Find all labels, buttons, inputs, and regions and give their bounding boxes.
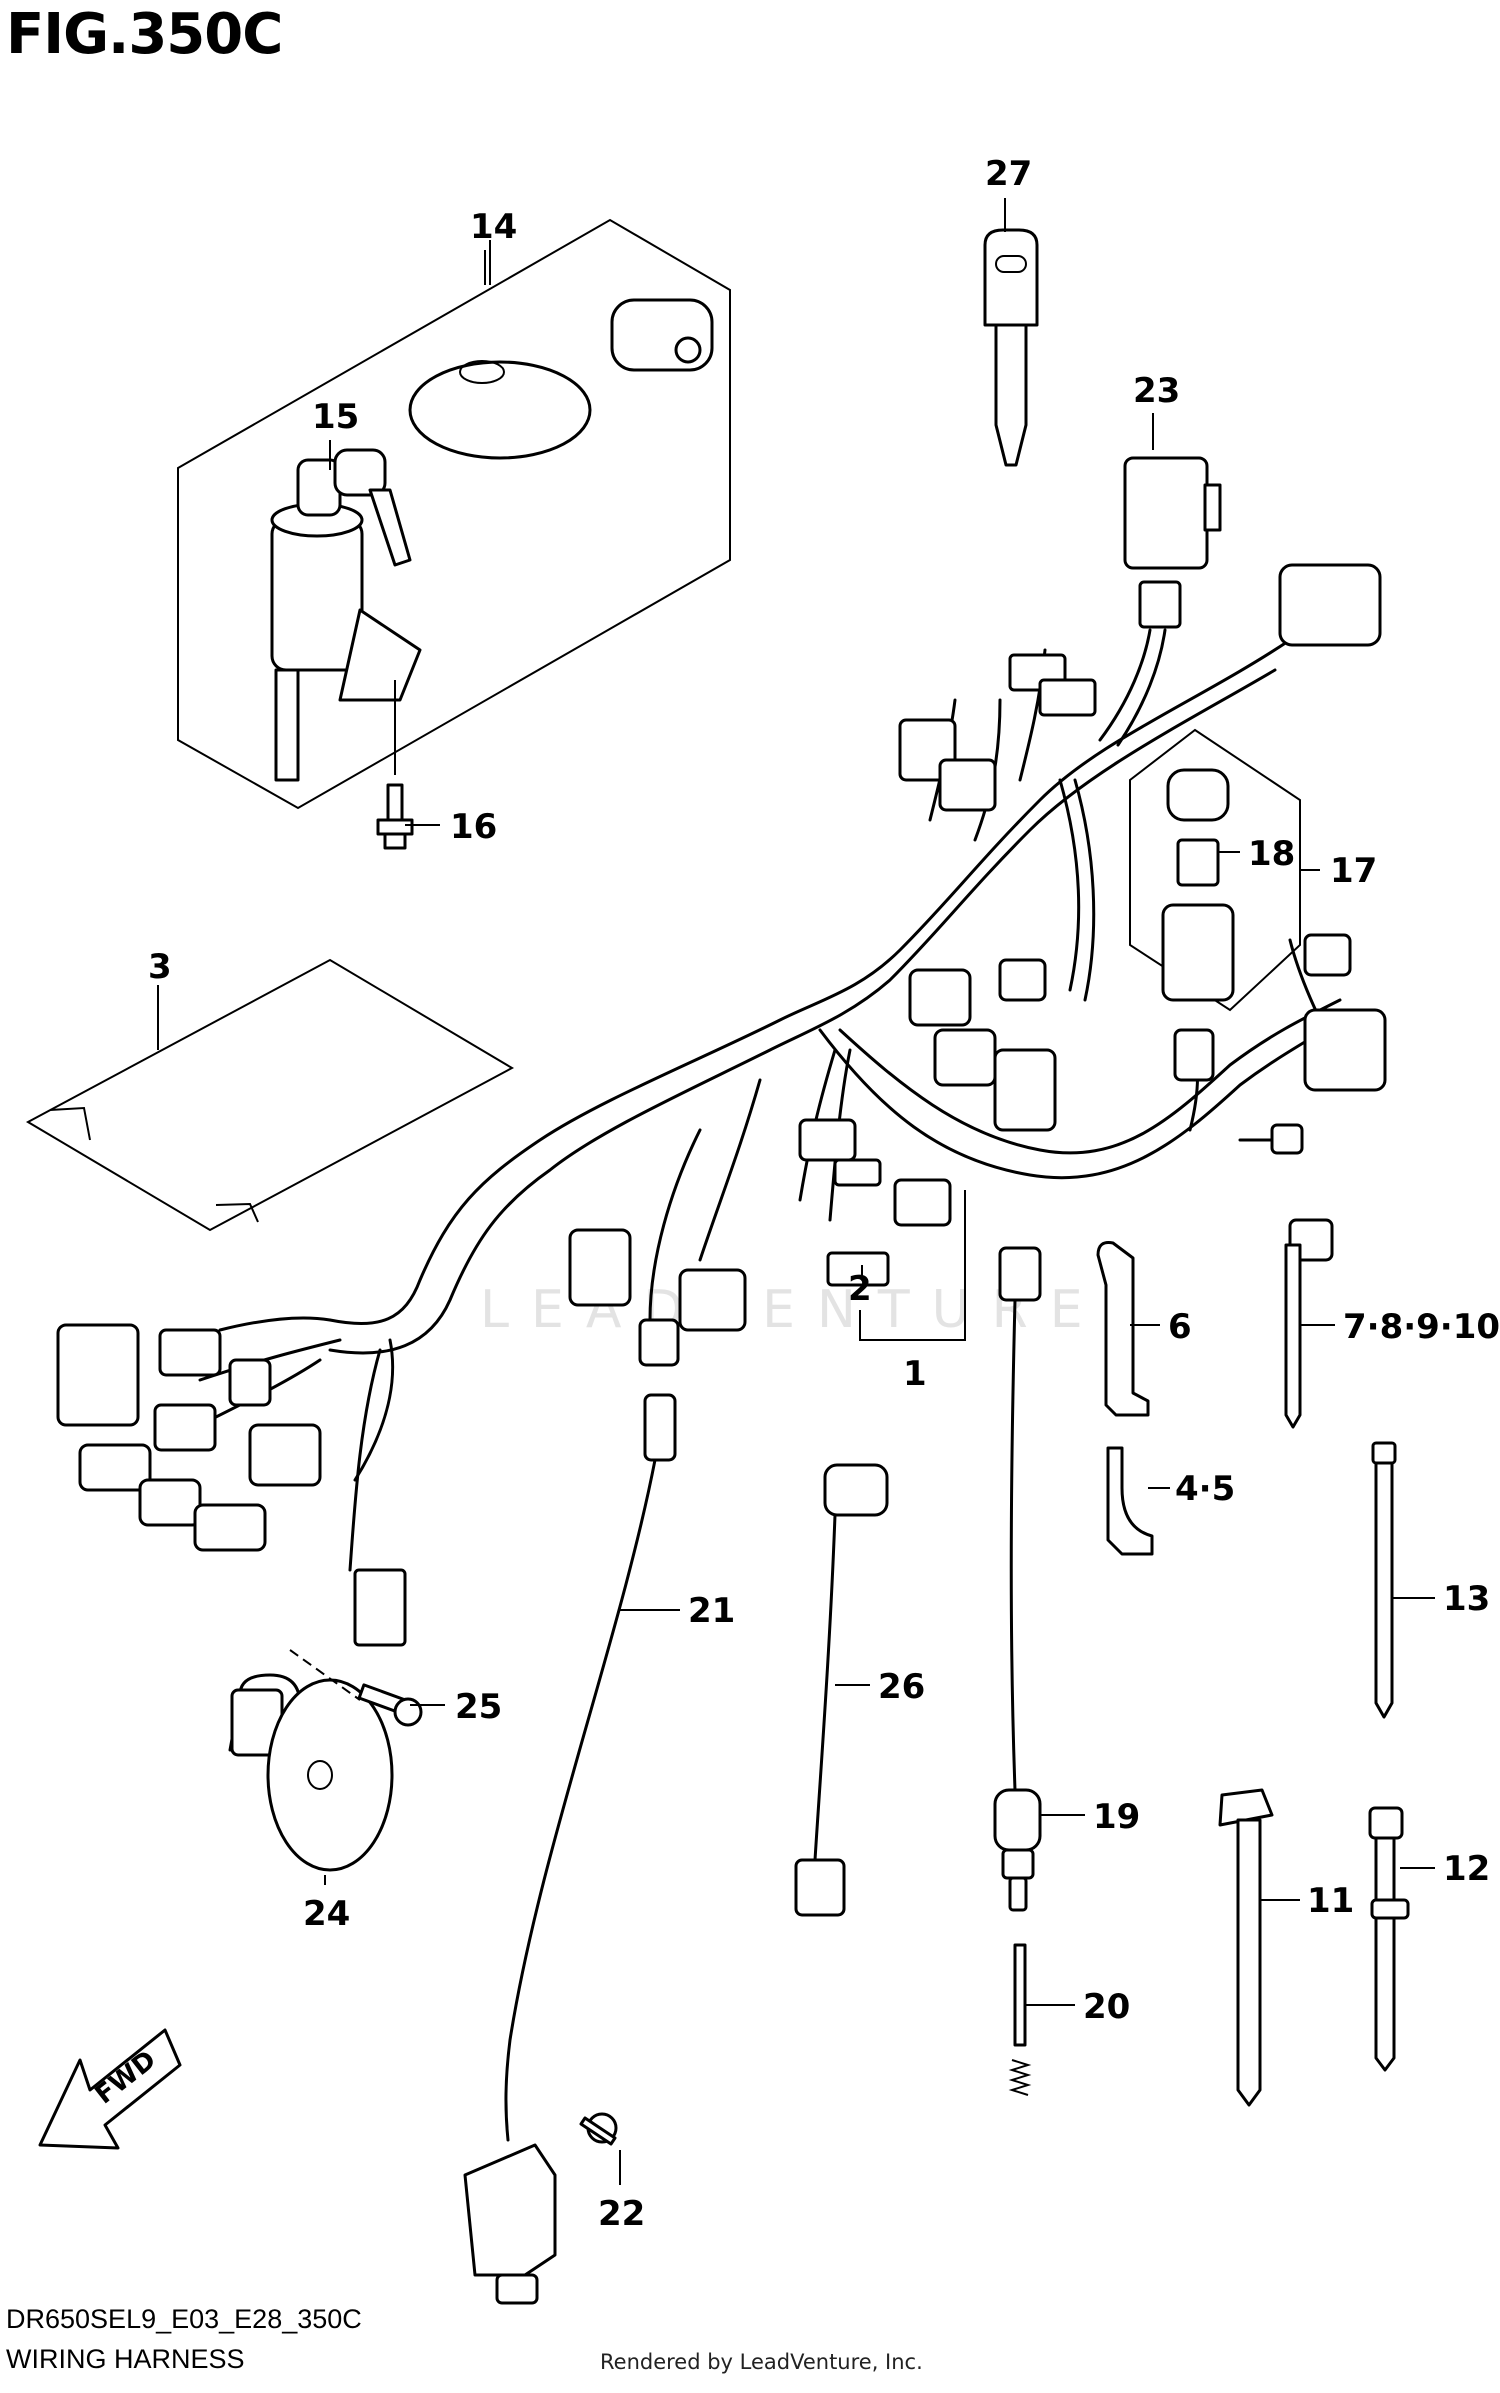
callout-22: 22	[598, 2194, 645, 2234]
key-blank	[983, 228, 1039, 467]
connector-2	[826, 1251, 890, 1287]
ignition-keys	[296, 448, 412, 567]
horn-24	[228, 1673, 394, 1872]
leader-lines	[157, 198, 1435, 2185]
callout-20: 20	[1083, 1987, 1130, 2027]
render-credit: Rendered by LeadVenture, Inc.	[600, 2350, 923, 2374]
cable-tie-11	[1218, 1788, 1274, 2107]
cable-tie-12	[1368, 1806, 1410, 2072]
ignition-switch	[270, 502, 422, 782]
screw-16	[376, 680, 414, 850]
ignition-kit-box	[177, 218, 731, 810]
cable-tie-13	[1371, 1441, 1397, 1719]
relay-23	[1123, 456, 1222, 629]
callout-27: 27	[985, 154, 1032, 194]
fwd-arrow: FWD	[38, 2028, 182, 2150]
callout-23: 23	[1133, 371, 1180, 411]
wiring-label-sheet	[25, 958, 515, 1232]
callout-19: 19	[1093, 1797, 1140, 1837]
model-code: DR650SEL9_E03_E28_350C	[6, 2304, 362, 2334]
callout-6: 6	[1168, 1307, 1192, 1347]
seat-lock-cylinder	[610, 298, 714, 372]
clamp-6	[1096, 1241, 1150, 1417]
sensor-21	[463, 1393, 677, 2305]
bracket-1	[859, 1190, 966, 1341]
callout-21: 21	[688, 1591, 735, 1631]
neutral-switch-19	[993, 1246, 1042, 1912]
spring-20	[1008, 1943, 1032, 2096]
callout-18: 18	[1248, 834, 1295, 874]
callout-13: 13	[1443, 1579, 1490, 1619]
callout-3: 3	[148, 947, 172, 987]
callout-11: 11	[1307, 1881, 1354, 1921]
callout-2: 2	[848, 1269, 872, 1309]
callout-14: 14	[470, 207, 517, 247]
clip-7-10	[1284, 1218, 1334, 1429]
fuse-holder-box	[1129, 728, 1301, 1012]
callout-24: 24	[303, 1894, 350, 1934]
horn-mount-line	[289, 1649, 361, 1701]
callout-7-10: 7·8·9·10	[1343, 1307, 1500, 1347]
harness-connectors	[56, 563, 1387, 1647]
clamp-4-5	[1106, 1446, 1154, 1556]
callout-4-5: 4·5	[1175, 1469, 1235, 1509]
diagram-name: WIRING HARNESS	[6, 2344, 245, 2374]
screw-22	[579, 2112, 618, 2146]
callout-1: 1	[903, 1354, 927, 1394]
callout-15: 15	[312, 397, 359, 437]
sensor-26	[794, 1463, 889, 1917]
callout-12: 12	[1443, 1849, 1490, 1889]
callout-16: 16	[450, 807, 497, 847]
ignition-lock-cap	[408, 360, 592, 460]
callout-26: 26	[878, 1667, 925, 1707]
callout-25: 25	[455, 1687, 502, 1727]
figure-title: FIG.350C	[6, 2, 283, 67]
main-wiring-harness	[198, 628, 1342, 1572]
callout-17: 17	[1330, 851, 1377, 891]
